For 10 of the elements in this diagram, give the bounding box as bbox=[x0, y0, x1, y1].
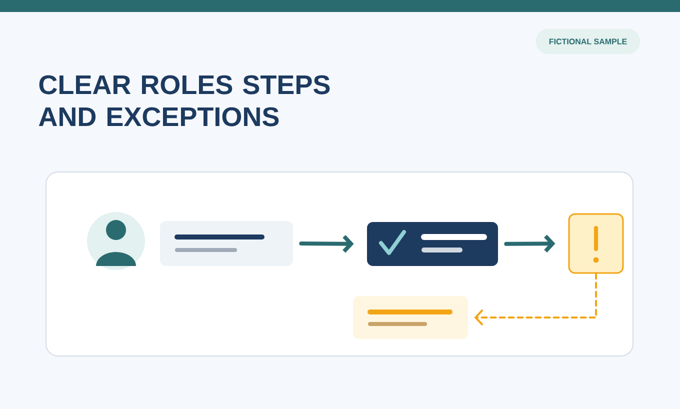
placeholder-box bbox=[160, 221, 293, 266]
title: CLEAR ROLES STEPS AND EXCEPTIONS bbox=[38, 75, 330, 126]
arrow bbox=[299, 234, 354, 253]
badge: FICTIONAL SAMPLE bbox=[536, 29, 640, 54]
exception-box bbox=[353, 296, 468, 339]
check-box bbox=[367, 222, 498, 266]
arrow bbox=[474, 272, 597, 326]
arrow bbox=[504, 234, 556, 252]
warning-box bbox=[568, 213, 624, 274]
avatar-icon bbox=[87, 212, 145, 270]
